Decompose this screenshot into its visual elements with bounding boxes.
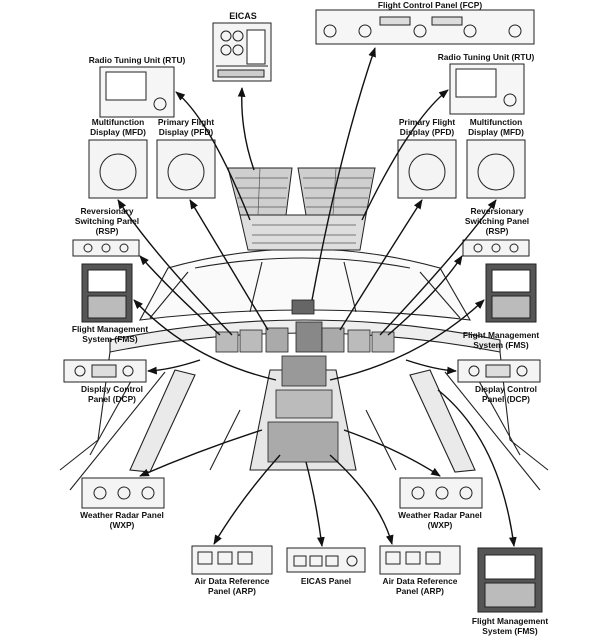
- main-panel-displays: [215, 299, 395, 463]
- arrow-eicas: [237, 87, 255, 171]
- wxp-right-icon: [399, 477, 483, 509]
- dcp-left-icon: [63, 359, 147, 383]
- eicas-display-icon: [212, 22, 272, 82]
- arrow-wxp-right: [343, 429, 441, 477]
- rsp-right-icon: [462, 239, 530, 257]
- dcp-right-icon: [457, 359, 541, 383]
- arrow-mfd-right: [379, 199, 497, 336]
- fcp-panel-icon: [315, 9, 535, 45]
- label-rtu-left: Radio Tuning Unit (RTU): [88, 55, 186, 65]
- fms-left-icon: [81, 263, 133, 323]
- arrow-arp-right: [329, 454, 394, 545]
- pfd-left-icon: [156, 139, 216, 199]
- wxp-left-icon: [81, 477, 165, 509]
- arrow-rtu-left: [175, 91, 251, 221]
- arrow-mfd-left: [117, 199, 233, 336]
- arrow-dcp-left: [147, 359, 201, 375]
- overhead-panel: [227, 167, 376, 251]
- label-eicas-panel: EICAS Panel: [300, 576, 352, 586]
- arrow-pfd-left: [189, 199, 269, 331]
- arrow-rsp-right: [387, 255, 463, 336]
- arrow-rtu-right: [361, 89, 449, 221]
- mfd-right-icon: [466, 139, 526, 199]
- label-fcp: Flight Control Panel (FCP): [377, 0, 483, 10]
- arrow-fms-right: [329, 299, 485, 381]
- arrow-rsp-left: [139, 255, 221, 336]
- arrow-fcp: [311, 47, 376, 301]
- rtu-right-icon: [449, 63, 525, 115]
- arrow-wxp-left: [139, 429, 263, 477]
- arrow-arp-left: [213, 454, 281, 545]
- label-eicas-top: EICAS: [229, 11, 257, 21]
- label-rtu-right: Radio Tuning Unit (RTU): [437, 52, 535, 62]
- connector-arrows: [117, 47, 517, 547]
- arrow-pfd-right: [339, 199, 423, 331]
- arp-left-icon: [191, 545, 273, 575]
- arrow-eicas-panel: [305, 461, 325, 547]
- pfd-right-icon: [397, 139, 457, 199]
- eicas-panel-icon: [286, 547, 366, 573]
- arp-right-icon: [379, 545, 461, 575]
- arrow-fms-bottom: [437, 389, 517, 547]
- rsp-left-icon: [72, 239, 140, 257]
- fms-bottom-icon: [477, 547, 543, 613]
- arrow-fms-left: [133, 299, 277, 381]
- label-wxp-right: Weather Radar Panel(WXP): [398, 510, 482, 530]
- arrow-dcp-right: [405, 359, 457, 375]
- label-wxp-left: Weather Radar Panel(WXP): [80, 510, 164, 530]
- fms-right-icon: [485, 263, 537, 323]
- rtu-left-icon: [99, 66, 175, 118]
- mfd-left-icon: [88, 139, 148, 199]
